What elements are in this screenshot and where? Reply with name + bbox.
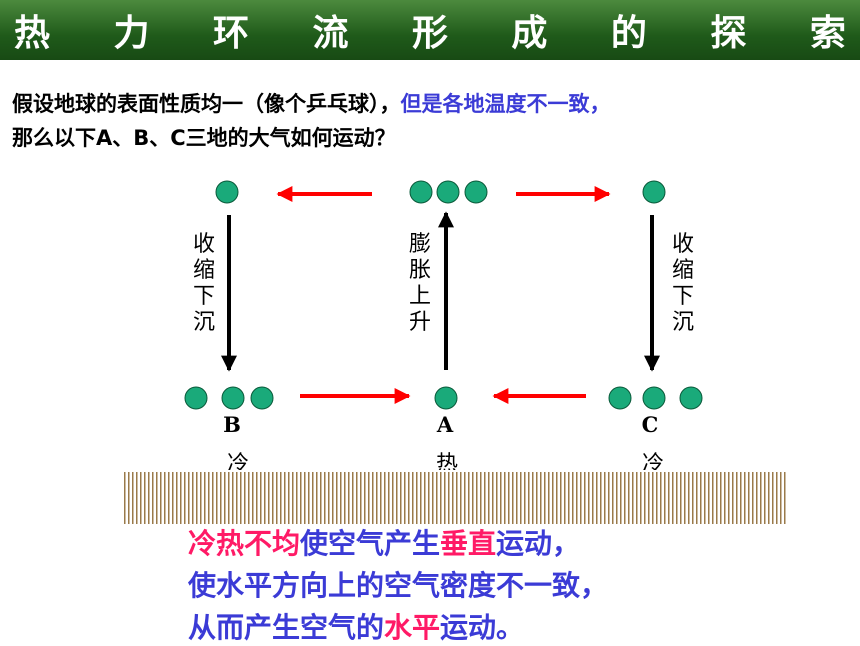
conclusion-text: 使空气产生 xyxy=(300,527,441,560)
ground-hatching xyxy=(122,472,786,524)
point-label-b: B xyxy=(223,412,241,437)
point-label-c: C xyxy=(641,412,659,437)
conclusion-text: 运动。 xyxy=(440,611,525,644)
question-line-1-black: 假设地球的表面性质均一（像个乒乓球）， xyxy=(12,92,401,116)
label-rise-a: 膨胀上升 xyxy=(408,232,431,335)
conclusion-line-2: 使水平方向上的空气密度不一致， xyxy=(188,569,609,602)
question-line-1-blue: 但是各地温度不一致， xyxy=(400,92,611,116)
air-particle-c xyxy=(679,386,703,410)
air-particle-b xyxy=(184,386,208,410)
question-line-2: 那么以下A、B、C三地的大气如何运动？ xyxy=(12,126,396,150)
conclusion-line-1: 冷热不均使空气产生垂直运动， xyxy=(188,522,580,562)
conclusion-highlight: 水平 xyxy=(384,611,441,644)
temp-label-b: 冷 xyxy=(226,452,249,470)
conclusion-line-3: 从而产生空气的水平运动。 xyxy=(188,606,524,646)
title-char: 的 xyxy=(610,12,647,54)
air-particle-top-center xyxy=(409,180,433,204)
point-label-a: A xyxy=(436,412,454,437)
title-char: 环 xyxy=(212,12,249,54)
slide-title: 热 力 环 流 形 成 的 探 索 xyxy=(0,0,860,60)
title-char: 形 xyxy=(411,12,448,54)
air-particle-top-center xyxy=(436,180,460,204)
title-bar xyxy=(0,0,860,60)
title-char: 索 xyxy=(809,12,846,54)
temp-label-c: 冷 xyxy=(641,452,664,470)
temp-label-a: 热 xyxy=(435,452,458,470)
label-sink-c: 收缩下沉 xyxy=(671,232,694,335)
title-char: 力 xyxy=(113,12,150,54)
air-particle-b xyxy=(221,386,245,410)
air-particle-b xyxy=(250,386,274,410)
title-char: 探 xyxy=(710,12,747,54)
label-sink-b: 收缩下沉 xyxy=(192,232,215,335)
title-char: 流 xyxy=(312,12,349,54)
title-char: 热 xyxy=(14,12,51,54)
conclusion-highlight: 垂直 xyxy=(440,527,497,560)
air-particle-a xyxy=(434,386,458,410)
question-line-1: 假设地球的表面性质均一（像个乒乓球），但是各地温度不一致， xyxy=(12,88,611,118)
title-char: 成 xyxy=(511,12,548,54)
conclusion-highlight: 冷热不均 xyxy=(188,527,301,560)
air-particle-top-left xyxy=(215,180,239,204)
air-particle-top-center xyxy=(464,180,488,204)
air-particle-top-right xyxy=(642,180,666,204)
air-particle-c xyxy=(608,386,632,410)
conclusion-text: 从而产生空气的 xyxy=(188,611,385,644)
conclusion-text: 运动， xyxy=(496,527,581,560)
air-particle-c xyxy=(642,386,666,410)
